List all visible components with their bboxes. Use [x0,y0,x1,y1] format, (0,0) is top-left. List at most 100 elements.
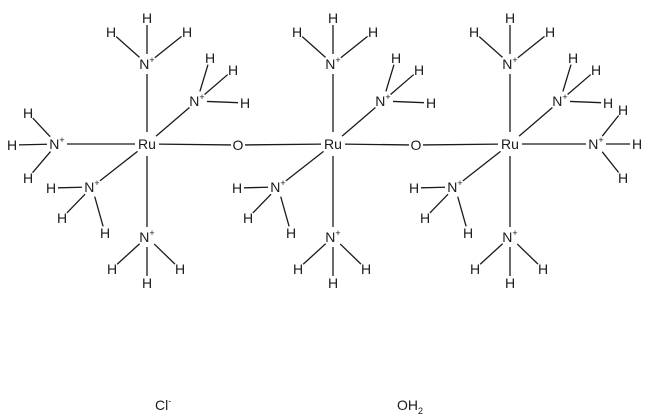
hydrogen-atom: H [175,261,185,277]
hydrogen-atom: H [618,102,628,118]
hydrogen-atom: H [107,261,117,277]
n-h-bond [601,151,620,173]
o-ru-bond [422,143,499,146]
n-h-bond [385,64,395,92]
hydrogen-atom: H [368,24,378,40]
oxygen-atom: O [233,137,244,153]
n-h-bond [18,143,48,146]
ammine-nitrogen: N+ [84,178,99,195]
ru-n-bond [462,150,501,182]
n-h-bond [339,243,362,265]
hydrogen-atom: H [100,225,110,241]
ammine-nitrogen: N+ [502,228,517,245]
n-h-bond [199,64,209,92]
ru-n-bond [285,150,324,182]
n-h-bond [516,243,539,265]
hydrogen-atom: H [328,10,338,26]
oxygen-atom: O [411,137,422,153]
hydrogen-atom: H [328,275,338,291]
hydrogen-atom: H [538,261,548,277]
hydrogen-atom: H [23,105,33,121]
n-h-bond [206,100,239,104]
hydrogen-atom: H [545,24,555,40]
ammine-nitrogen: N+ [270,178,285,195]
ammine-nitrogen: N+ [49,135,64,152]
n-h-bond [153,243,176,265]
n-h-bond [154,35,182,59]
ammine-nitrogen: N+ [325,228,340,245]
hydrogen-atom: H [57,210,67,226]
ammine-nitrogen: N+ [375,92,390,109]
n-h-bond [478,36,503,58]
hydrogen-atom: H [7,137,17,153]
n-h-bond [116,243,141,265]
n-h-bond [392,100,425,104]
n-h-bond [57,186,83,189]
n-h-bond [204,74,229,95]
water-molecule: OH2 [397,397,423,416]
hydrogen-atom: H [469,24,479,40]
ru-n-bond [99,150,138,182]
ammine-nitrogen: N+ [139,228,154,245]
hydrogen-atom: H [243,210,253,226]
n-h-bond [340,35,368,59]
n-h-bond [302,243,327,265]
hydrogen-atom: H [142,10,152,26]
hydrogen-atom: H [505,275,515,291]
hydrogen-atom: H [505,10,515,26]
n-h-bond [66,193,86,214]
n-h-bond [390,74,415,95]
n-h-bond [243,186,269,189]
n-h-bond [32,151,52,174]
n-h-bond [32,117,51,138]
ru-o-bond [344,143,410,146]
ru-o-bond [158,143,232,146]
ruthenium-atom: Ru [138,136,156,152]
ammine-nitrogen: N+ [502,55,517,72]
n-h-bond [562,64,572,92]
n-h-bond [252,193,272,214]
hydrogen-atom: H [632,136,642,152]
ru-n-bond [341,107,376,137]
ru-n-bond [155,107,190,137]
hydrogen-atom: H [240,95,250,111]
hydrogen-atom: H [205,50,215,66]
ammine-nitrogen: N+ [139,55,154,72]
hydrogen-atom: H [391,50,401,66]
n-h-bond [567,74,592,95]
ruthenium-atom: Ru [324,136,342,152]
hydrogen-atom: H [414,62,424,78]
hydrogen-atom: H [409,180,419,196]
hydrogen-atom: H [591,62,601,78]
n-h-bond [420,186,446,189]
n-h-bond [601,115,620,137]
hydrogen-atom: H [420,210,430,226]
hydrogen-atom: H [463,225,473,241]
ammine-nitrogen: N+ [189,92,204,109]
n-h-bond [457,196,467,227]
hydrogen-atom: H [568,50,578,66]
hydrogen-atom: H [618,170,628,186]
n-h-bond [301,36,326,58]
n-h-bond [429,193,449,214]
ruthenium-atom: Ru [501,136,519,152]
hydrogen-atom: H [292,24,302,40]
hydrogen-atom: H [228,62,238,78]
o-ru-bond [244,143,322,146]
ammine-nitrogen: N+ [588,135,603,152]
chloride-ion: Cl- [155,396,171,413]
hydrogen-atom: H [293,261,303,277]
hydrogen-atom: H [23,170,33,186]
n-h-bond [115,36,140,58]
n-h-bond [280,196,290,227]
bonds [18,25,630,276]
n-h-bond [479,243,504,265]
ru-n-bond [518,107,553,137]
n-h-bond [94,196,104,227]
hydrogen-atom: H [361,261,371,277]
hydrogen-atom: H [142,275,152,291]
hydrogen-atom: H [426,95,436,111]
hydrogen-atom: H [232,180,242,196]
